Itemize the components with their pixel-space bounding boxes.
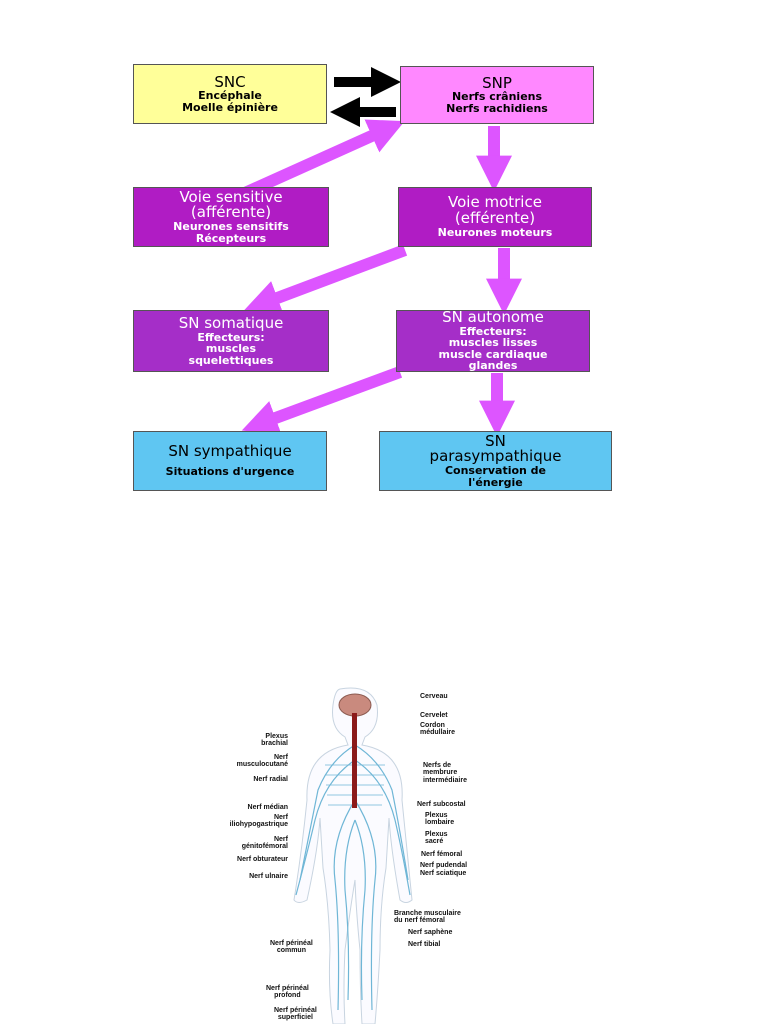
node-somatique-title: SN somatique (178, 313, 284, 332)
node-autonome-line: muscle cardiaque (438, 347, 548, 361)
label-nerfs-membrure: Nerfs de membrure intermédiaire (423, 762, 467, 784)
node-sympathique-line: Situations d'urgence (165, 465, 295, 479)
node-parasympathique-line: Conservation de (444, 464, 547, 478)
node-autonome-line: glandes (468, 359, 518, 373)
label-nerf-tibial: Nerf tibial (408, 941, 441, 948)
label-cerveau: Cerveau (420, 693, 448, 700)
node-voie-sensitive: Voie sensitive (afférente) Neurones sens… (133, 187, 329, 247)
node-parasympathique-line: l'énergie (468, 475, 523, 489)
node-autonome-title: SN autonome (442, 308, 544, 327)
label-plexus-brachial: Plexus brachial (261, 733, 288, 748)
label-nerf-musculocutane: Nerf musculocutané (236, 754, 288, 769)
node-snc-line: Moelle épinière (182, 100, 278, 114)
label-nerf-perineal-profond: Nerf périnéal profond (266, 985, 309, 1000)
node-autonome-line: muscles lisses (448, 336, 538, 350)
node-sn-sympathique: SN sympathique Situations d'urgence (133, 431, 327, 491)
arrow-motrice-to-somatique (243, 244, 408, 315)
label-nerf-perineal-superficiel: Nerf périnéal superficiel (274, 1007, 317, 1022)
label-cervelet: Cervelet (420, 712, 448, 719)
label-nerf-femoral: Nerf fémoral (421, 851, 463, 858)
node-sensitive-title: Voie sensitive (179, 187, 283, 206)
node-motrice-line: Neurones moteurs (437, 225, 553, 239)
node-motrice-title2: (efférente) (454, 209, 536, 228)
label-nerf-radial: Nerf radial (253, 776, 288, 783)
node-snc-title: SNC (214, 72, 246, 91)
label-nerf-obturateur: Nerf obturateur (237, 856, 288, 863)
node-parasympathique-title2: parasympathique (429, 447, 562, 466)
node-snp-title: SNP (482, 73, 512, 92)
node-motrice-title: Voie motrice (448, 193, 542, 212)
label-branche-musculaire: Branche musculaire du nerf fémoral (394, 910, 461, 925)
node-autonome-line: Effecteurs: (459, 324, 527, 338)
node-sn-autonome: SN autonome Effecteurs: muscles lisses m… (396, 308, 590, 373)
node-snc-line: Encéphale (198, 89, 262, 103)
label-nerf-saphene: Nerf saphène (408, 929, 453, 936)
node-snp: SNP Nerfs crâniens Nerfs rachidiens (400, 66, 594, 124)
node-sympathique-title: SN sympathique (168, 442, 292, 461)
arrow-sensitive-to-snp (242, 119, 405, 199)
node-snp-line: Nerfs rachidiens (446, 101, 548, 115)
node-somatique-line: squelettiques (188, 353, 274, 367)
node-sn-parasympathique: SN parasympathique Conservation de l'éne… (379, 431, 612, 491)
label-plexus-sacre: Plexus sacré (425, 831, 448, 846)
node-somatique-line: Effecteurs: (197, 330, 265, 344)
node-voie-motrice: Voie motrice (efférente) Neurones moteur… (398, 187, 592, 247)
node-sensitive-line: Neurones sensitifs (173, 220, 289, 234)
label-nerf-iliohypogastrique: Nerf iliohypogastrique (229, 814, 288, 829)
label-nerf-ulnaire: Nerf ulnaire (249, 873, 288, 880)
label-nerf-subcostal: Nerf subcostal (417, 801, 466, 808)
node-parasympathique-title: SN (485, 431, 506, 450)
node-sn-somatique: SN somatique Effecteurs: muscles squelet… (133, 310, 329, 372)
label-nerf-median: Nerf médian (247, 804, 288, 811)
node-sensitive-line: Récepteurs (195, 231, 267, 245)
node-snc: SNC Encéphale Moelle épinière (133, 64, 327, 124)
node-somatique-line: muscles (205, 342, 257, 356)
label-nerf-pudendal: Nerf pudendal (420, 862, 468, 869)
node-snp-line: Nerfs crâniens (451, 90, 543, 104)
label-plexus-lombaire: Plexus lombaire (425, 812, 455, 827)
node-sensitive-title2: (afférente) (190, 203, 272, 222)
label-cordon-medullaire: Cordon médullaire (420, 722, 456, 737)
label-nerf-perineal-commun: Nerf périnéal commun (270, 940, 313, 955)
label-nerf-sciatique: Nerf sciatique (420, 870, 467, 877)
arrow-autonome-to-sympathique (241, 366, 403, 435)
label-nerf-genitofemoral: Nerf génitofémoral (241, 836, 288, 851)
